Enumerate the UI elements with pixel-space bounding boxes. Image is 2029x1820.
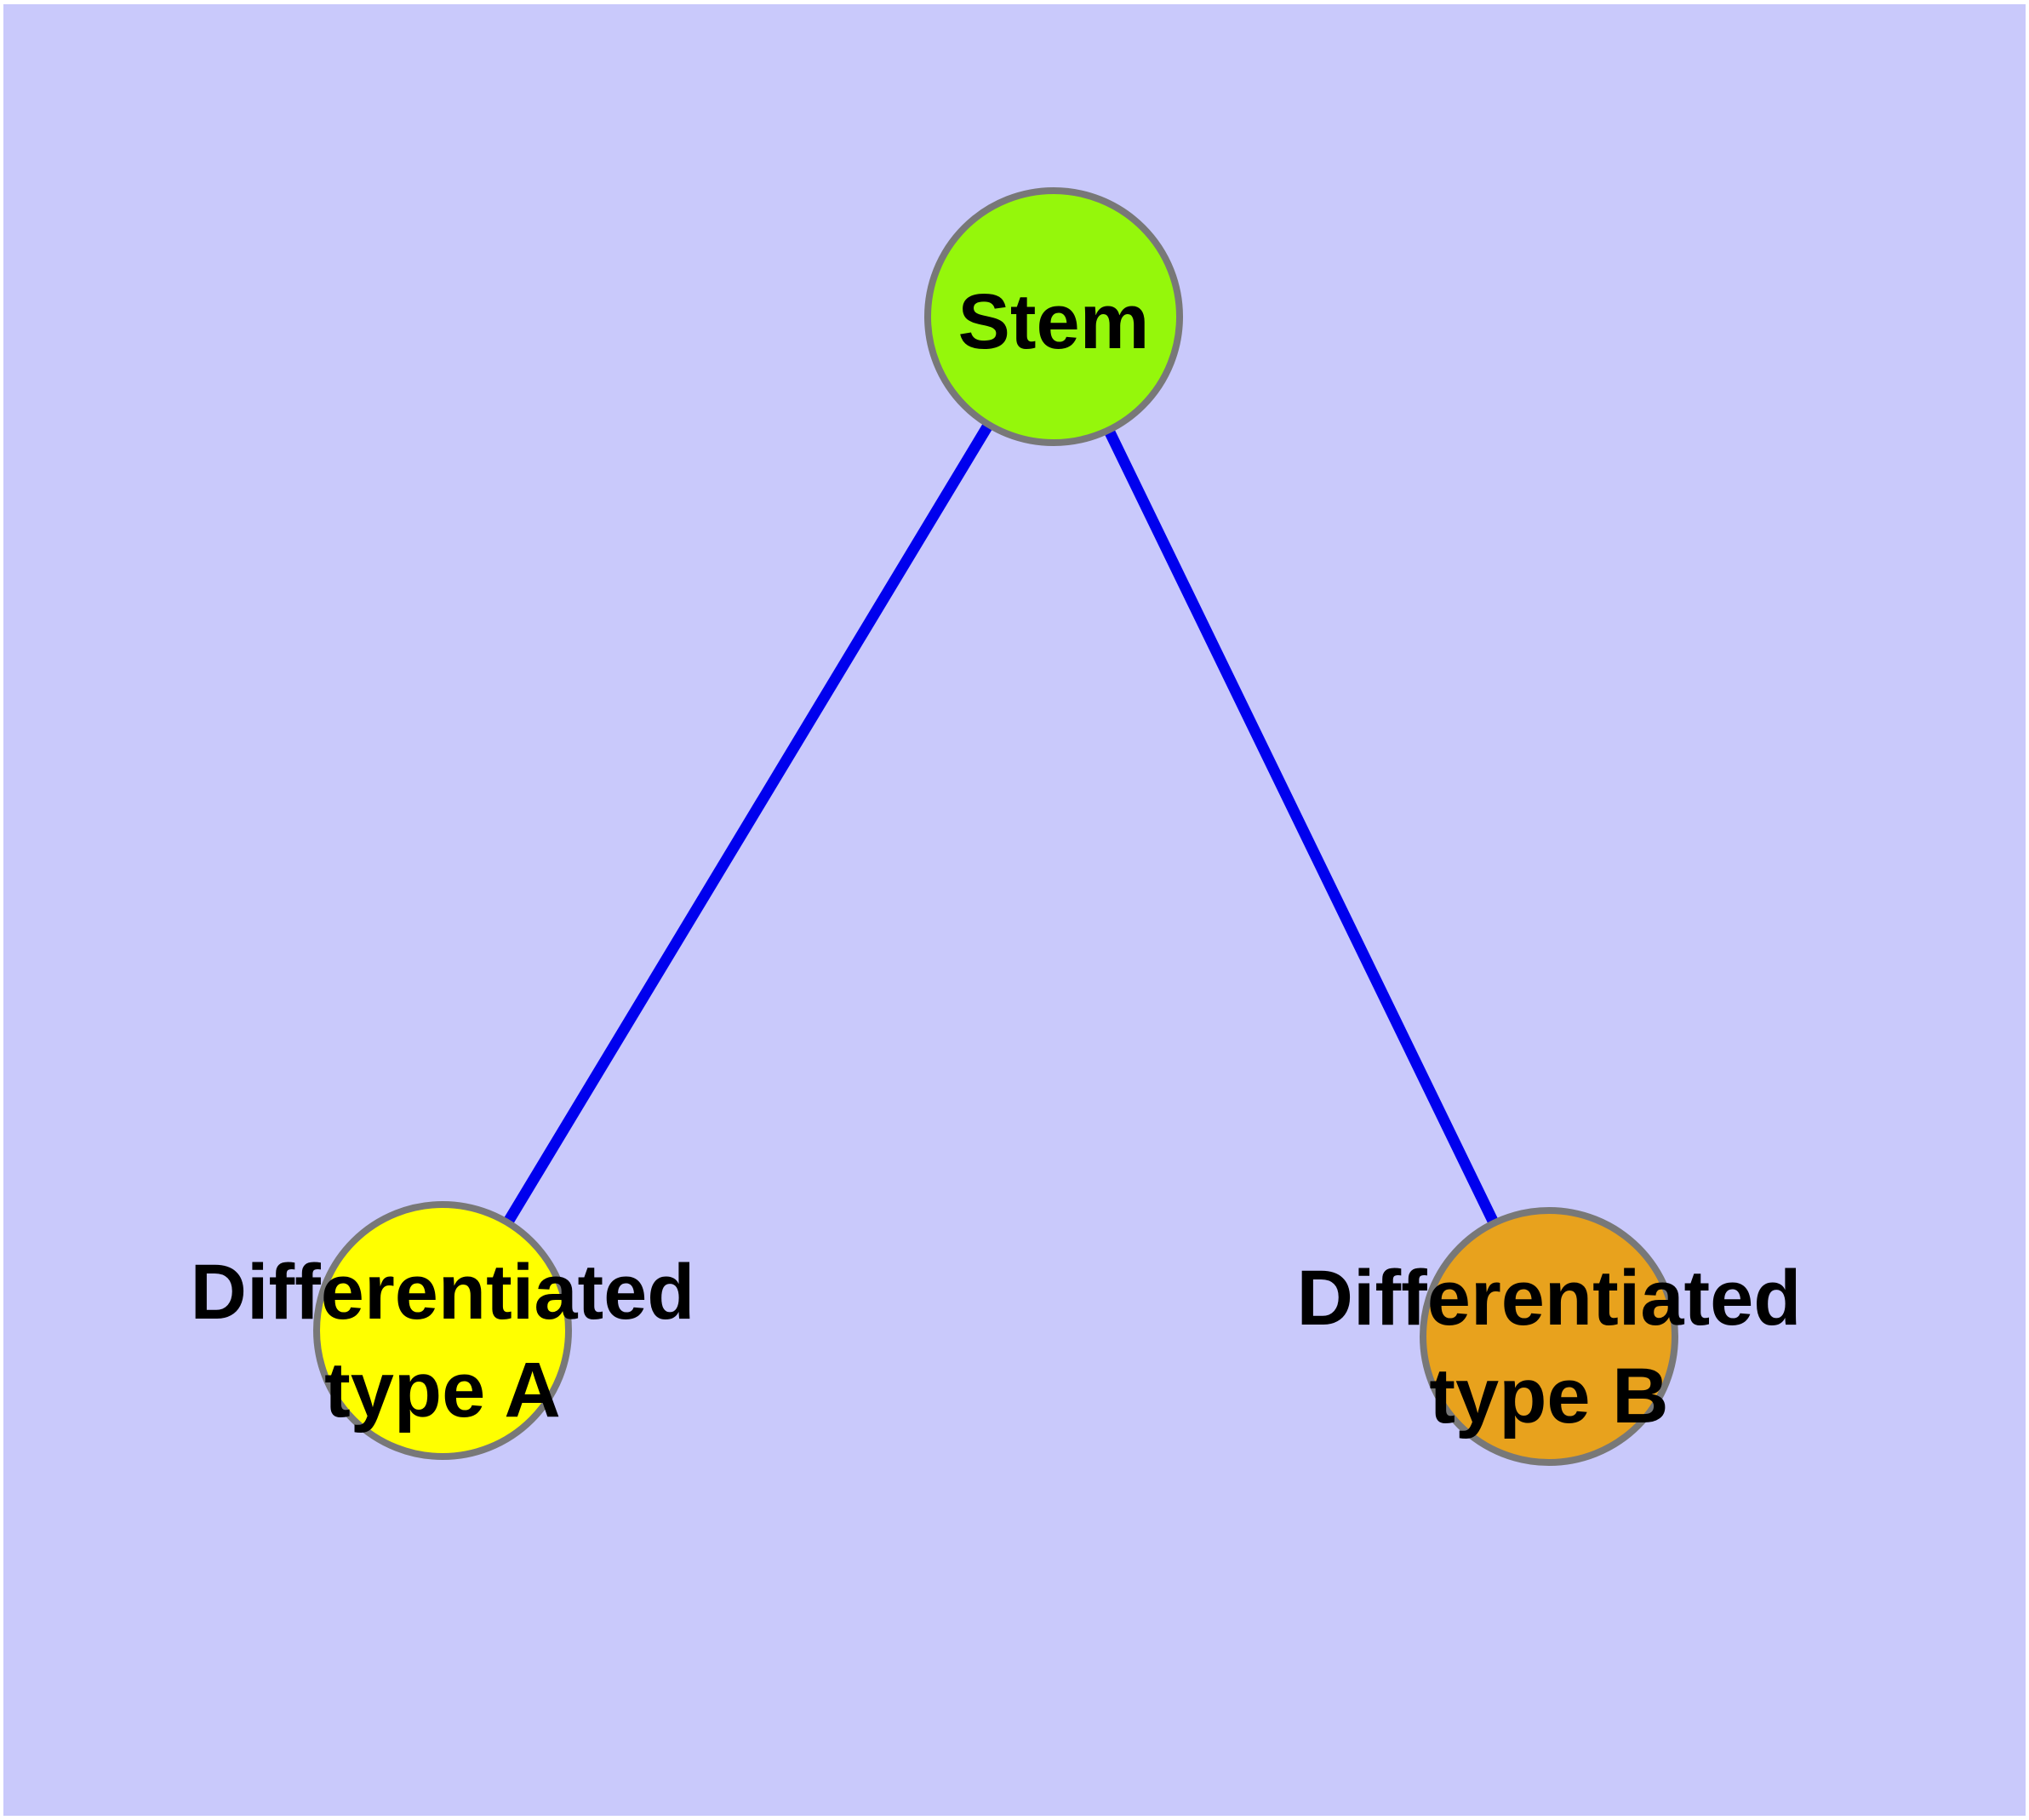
edge-stem-to-type-a: [437, 313, 1059, 1334]
node-type-b-circle: [1420, 1207, 1678, 1466]
node-stem: Stem: [924, 187, 1183, 446]
node-type-b: Differentiated type B: [1297, 1207, 1802, 1466]
edge-stem-to-type-b: [1049, 314, 1554, 1339]
node-type-b-label-line2: type B: [1429, 1353, 1668, 1439]
node-type-a: Differentiated type A: [191, 1201, 695, 1460]
node-type-a-label-line1: Differentiated: [191, 1249, 695, 1336]
node-type-a-circle: [313, 1201, 572, 1460]
node-type-a-label-line2: type A: [324, 1347, 561, 1434]
node-stem-circle: [924, 187, 1183, 446]
node-type-b-label-line1: Differentiated: [1297, 1255, 1802, 1342]
node-stem-label: Stem: [958, 278, 1150, 365]
